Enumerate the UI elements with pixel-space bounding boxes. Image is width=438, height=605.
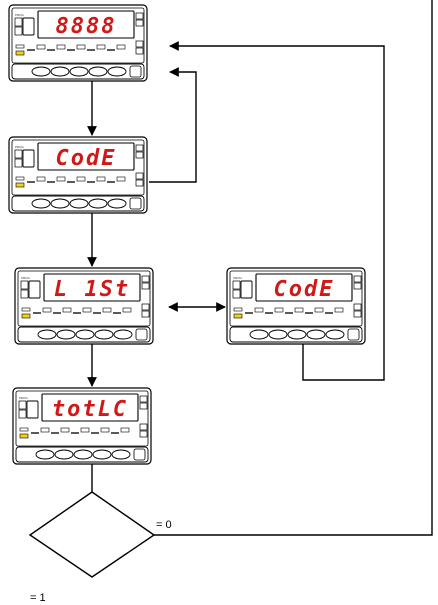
panel-1-badge: PROG bbox=[15, 13, 25, 17]
instrument-panel-2: PROG CodE bbox=[8, 136, 148, 214]
panel-3-display: L 1St bbox=[54, 277, 130, 302]
decision-diamond bbox=[28, 491, 156, 578]
branch-zero-label: = 0 bbox=[156, 519, 172, 531]
panel-4-badge: PROG bbox=[233, 276, 243, 280]
loop-p4-to-p1 bbox=[169, 41, 385, 381]
panel-5-display: totLC bbox=[52, 397, 128, 422]
loop-p2-to-p1 bbox=[149, 67, 197, 183]
branch-one-label: = 1 bbox=[30, 592, 46, 604]
instrument-panel-4: PROG CodE bbox=[226, 267, 366, 345]
panel-5-badge: PROG bbox=[19, 396, 29, 400]
instrument-panel-5: PROG totLC bbox=[12, 387, 152, 465]
panel-4-display: CodE bbox=[274, 277, 335, 302]
branch-zero-line bbox=[154, 0, 433, 536]
panel-2-display: CodE bbox=[56, 146, 117, 171]
instrument-panel-3: PROG L 1St bbox=[14, 267, 154, 345]
instrument-panel-1: PROG 8888 bbox=[8, 4, 148, 82]
panel-1-display: 8888 bbox=[56, 14, 117, 39]
panel-3-badge: PROG bbox=[21, 276, 31, 280]
panel-2-badge: PROG bbox=[15, 145, 25, 149]
